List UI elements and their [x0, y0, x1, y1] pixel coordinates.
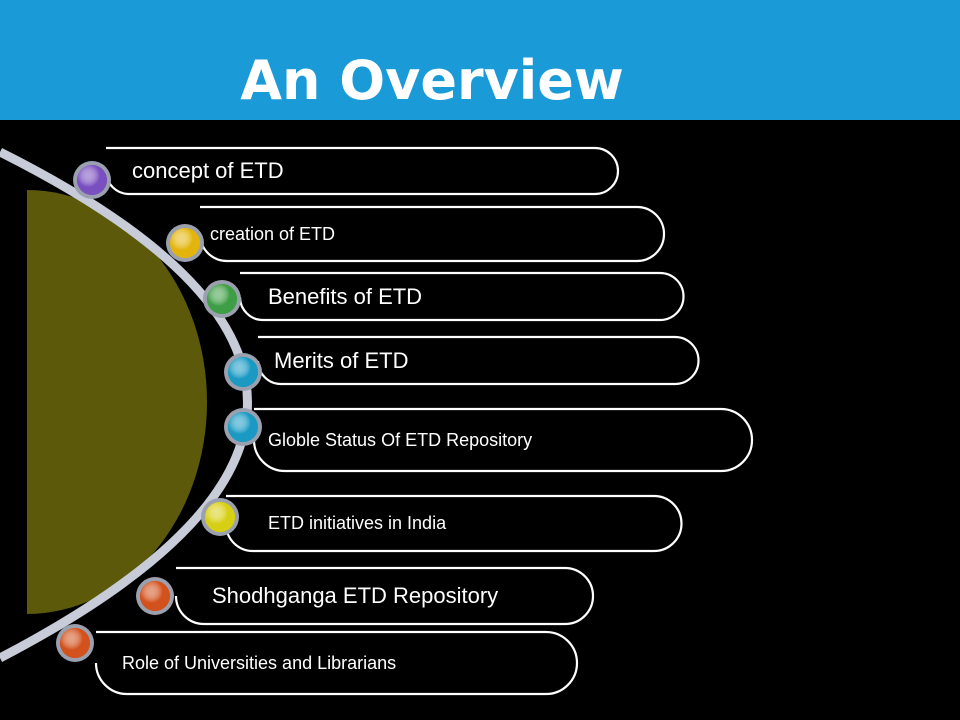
item-label-creation: creation of ETD: [210, 224, 336, 244]
row-outline-universities-librarians: [94, 630, 579, 696]
item-label-universities-librarians: Role of Universities and Librarians: [122, 653, 397, 673]
timeline-arc: [0, 147, 252, 662]
page-title: An Overview: [240, 49, 624, 112]
overview-rows: [56, 146, 754, 696]
row-outline-merits: [256, 335, 700, 386]
bullet-shine-creation: [170, 228, 200, 258]
bullet-shine-universities-librarians: [60, 628, 90, 658]
row-outline-creation: [198, 205, 666, 263]
row-outline-shodhganga: [174, 566, 595, 626]
row-outline-benefits: [238, 271, 685, 322]
item-label-global-status: Globle Status Of ETD Repository: [268, 430, 533, 450]
bullet-shine-concept: [77, 165, 107, 195]
row-outline-global-status: [252, 407, 754, 473]
title-bar: An Overview: [0, 0, 960, 120]
item-label-india-initiatives: ETD initiatives in India: [268, 513, 447, 533]
bullet-shine-india-initiatives: [205, 502, 235, 532]
row-outline-concept: [104, 146, 620, 196]
bullet-shine-shodhganga: [140, 581, 170, 611]
item-label-concept: concept of ETD: [132, 158, 284, 183]
item-label-benefits: Benefits of ETD: [268, 284, 423, 309]
row-outline-india-initiatives: [224, 494, 683, 553]
item-label-shodhganga: Shodhganga ETD Repository: [212, 583, 499, 608]
bullet-shine-benefits: [207, 284, 237, 314]
item-label-merits: Merits of ETD: [274, 348, 409, 373]
bullet-shine-global-status: [228, 412, 258, 442]
half-circle-shape: [27, 190, 207, 614]
bullet-shine-merits: [228, 357, 258, 387]
